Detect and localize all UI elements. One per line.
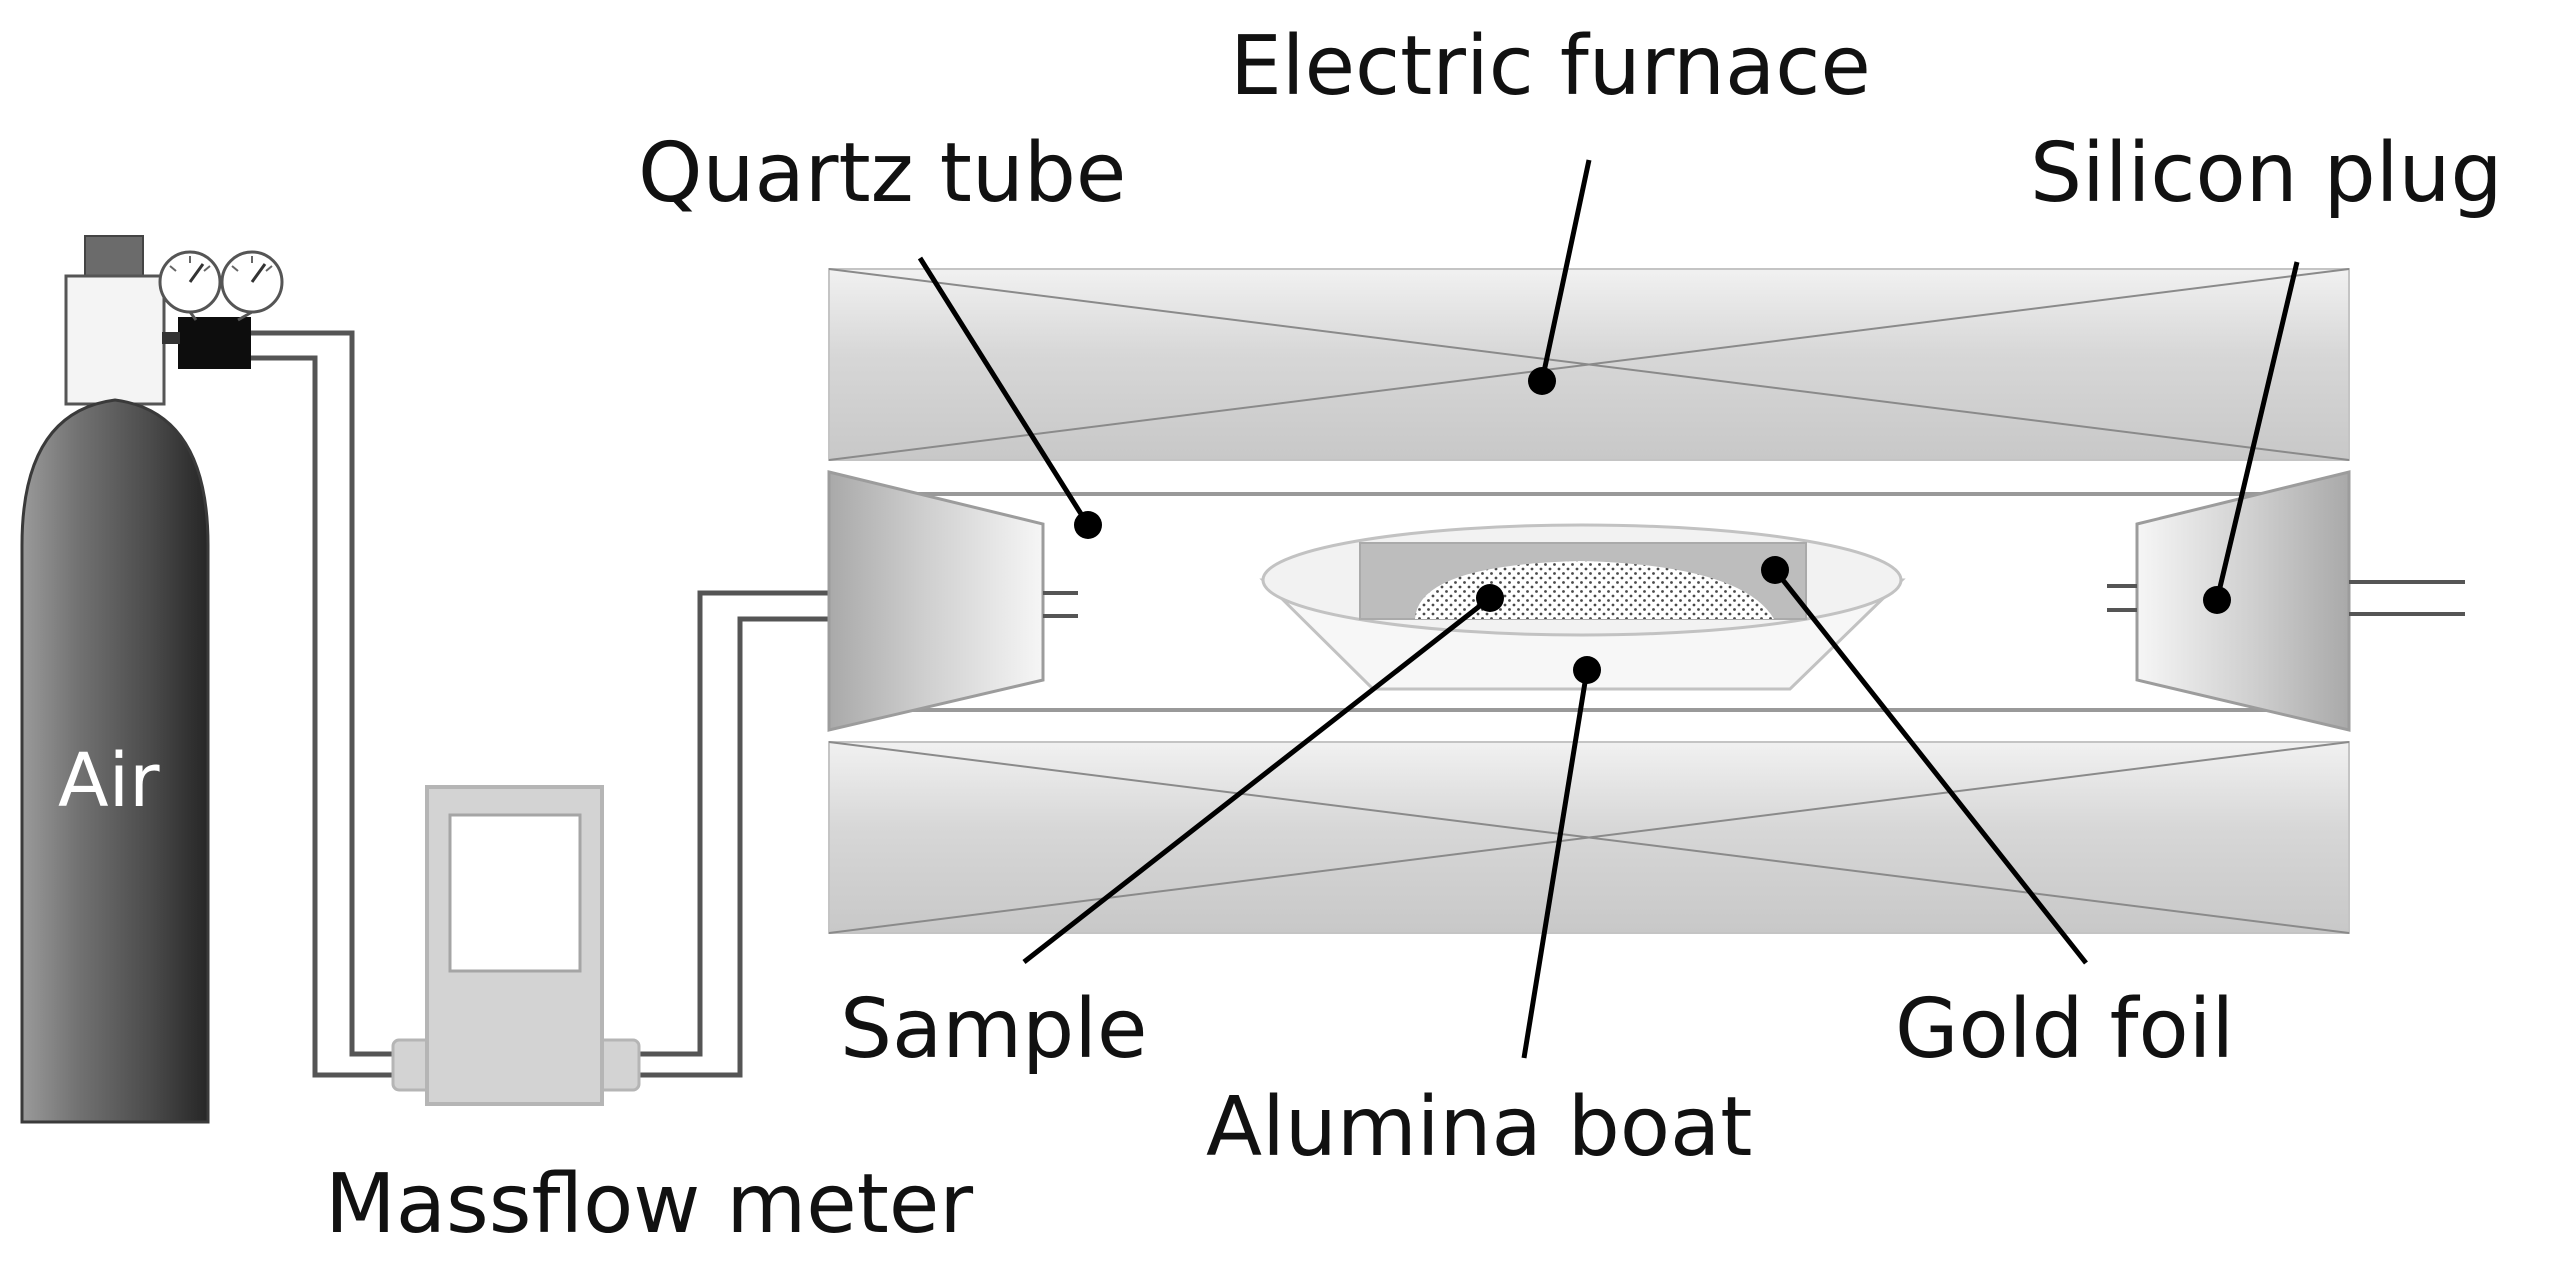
pressure-gauge-icon [158, 250, 222, 321]
cylinder-valve-neck [64, 274, 166, 406]
gas-line-outlet [637, 590, 829, 1078]
gold-foil-label: Gold foil [1895, 982, 2234, 1077]
silicon-plug-left [827, 470, 1078, 732]
massflow-meter-label: Massflow meter [325, 1157, 973, 1252]
cylinder-cap [84, 235, 144, 279]
pressure-regulator [158, 250, 284, 369]
alumina-boat-label: Alumina boat [1206, 1080, 1752, 1175]
cylinder-body [20, 398, 210, 1124]
quartz-tube-label: Quartz tube [638, 126, 1126, 221]
air-cylinder: Air [20, 235, 210, 1124]
electric-furnace-label: Electric furnace [1230, 19, 1871, 114]
electric-furnace [828, 268, 2350, 934]
silicon-plug-label: Silicon plug [2030, 126, 2503, 221]
gas-line-inlet [251, 330, 395, 1078]
air-label: Air [58, 738, 160, 824]
massflow-meter [391, 785, 641, 1106]
sample-powder [1415, 561, 1774, 619]
meter-fitting-right [596, 1038, 641, 1092]
silicon-plug-right [2107, 470, 2465, 732]
sample-label: Sample [840, 982, 1147, 1077]
leader-lines [917, 159, 2300, 1059]
regulator-body [178, 317, 251, 369]
leader-dots [1074, 367, 2231, 684]
meter-display [448, 813, 582, 973]
pressure-gauge-icon [220, 250, 284, 322]
